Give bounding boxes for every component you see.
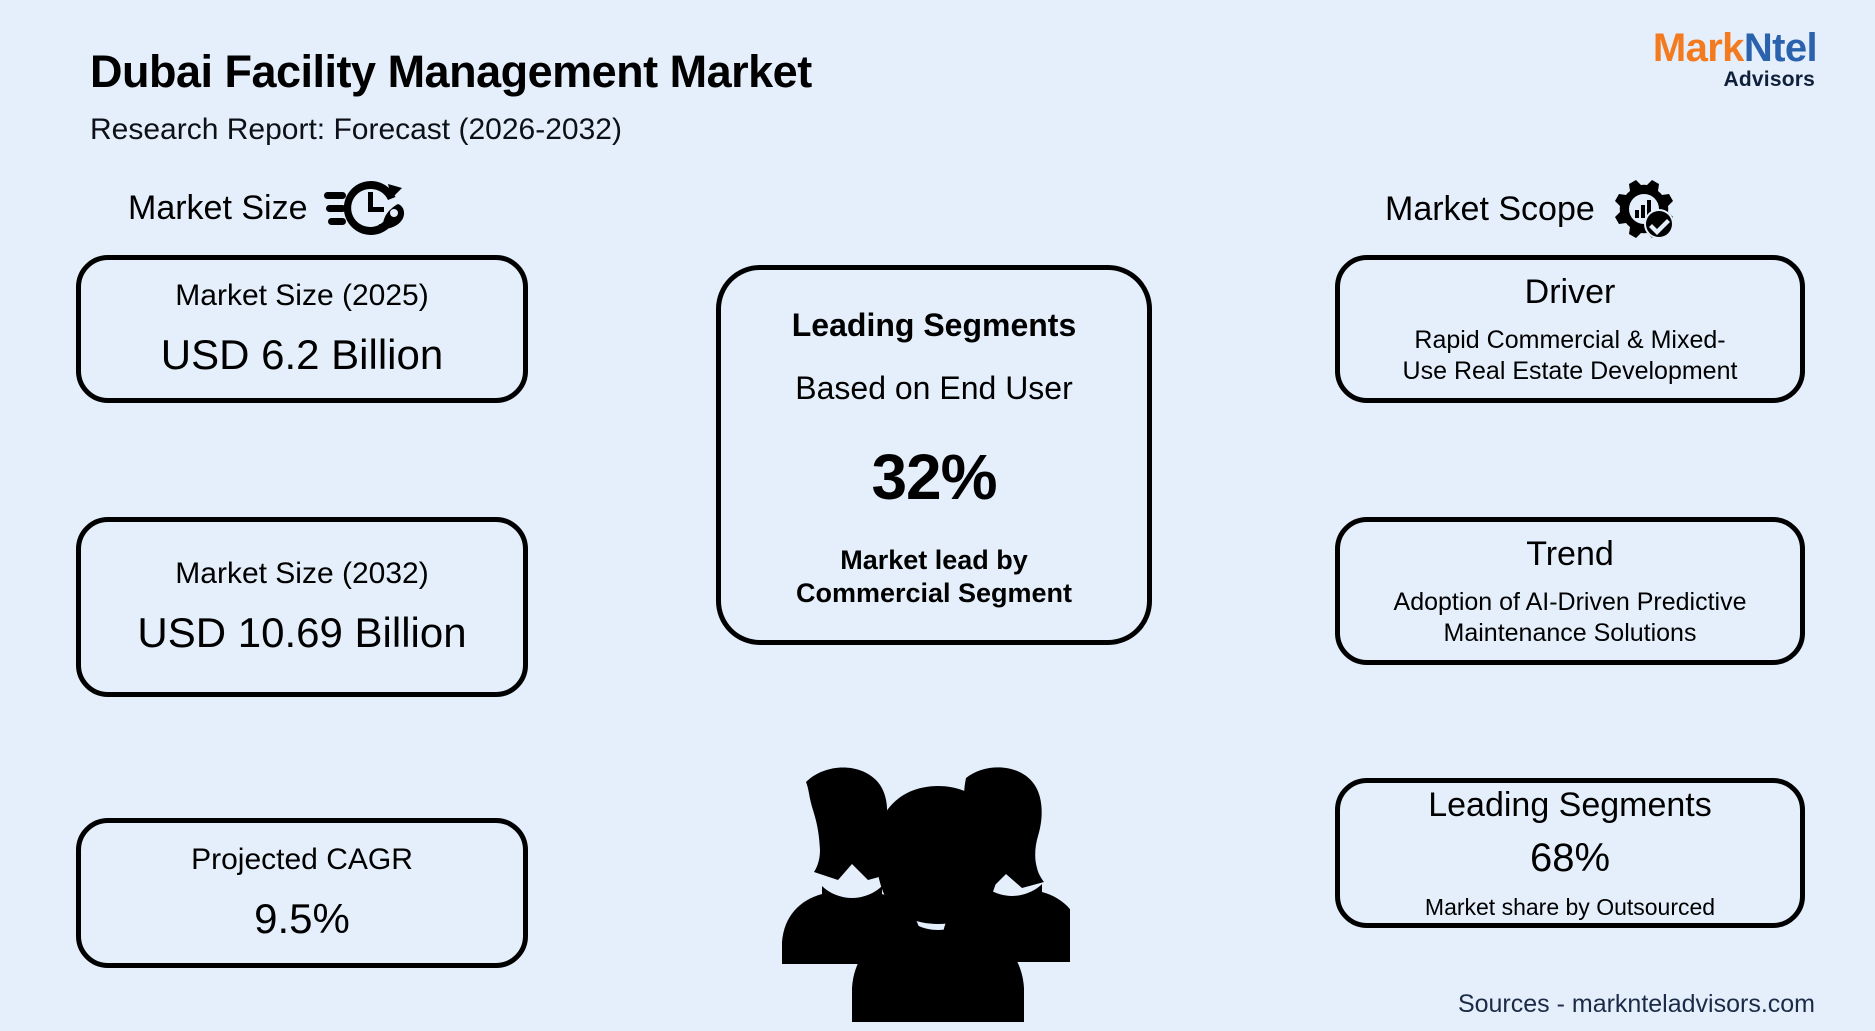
card-value: USD 6.2 Billion <box>160 330 444 378</box>
card-note-line1: Market lead by <box>840 545 1028 576</box>
market-scope-heading: Market Scope <box>1385 178 1675 240</box>
card-title: Trend <box>1526 534 1614 573</box>
card-leading-segments-outsourced: Leading Segments 68% Market share by Out… <box>1335 778 1805 928</box>
card-title: Driver <box>1524 272 1616 311</box>
card-label: Projected CAGR <box>191 843 413 877</box>
market-size-heading: Market Size <box>128 178 406 238</box>
three-people-group-icon <box>770 760 1082 1025</box>
card-leading-segments-end-user: Leading Segments Based on End User 32% M… <box>716 265 1152 645</box>
card-trend: Trend Adoption of AI-Driven Predictive M… <box>1335 517 1805 665</box>
card-value: 9.5% <box>254 894 350 942</box>
market-scope-heading-label: Market Scope <box>1385 189 1595 228</box>
card-body-line2: Use Real Estate Development <box>1402 356 1738 385</box>
card-body-line2: Maintenance Solutions <box>1443 618 1697 647</box>
card-label: Market Size (2025) <box>175 279 429 313</box>
card-heading: Leading Segments <box>791 307 1077 343</box>
logo-word-ntel: Ntel <box>1743 26 1818 70</box>
card-driver: Driver Rapid Commercial & Mixed- Use Rea… <box>1335 255 1805 403</box>
card-label: Market Size (2032) <box>175 557 429 591</box>
card-percentage: 68% <box>1529 836 1611 881</box>
market-size-heading-label: Market Size <box>128 188 308 227</box>
brand-logo: MarkNtel Advisors <box>1652 26 1818 91</box>
page-title: Dubai Facility Management Market <box>90 46 812 97</box>
card-percentage: 32% <box>871 441 997 514</box>
gear-bar-chart-check-icon <box>1611 178 1675 240</box>
card-subheading: Based on End User <box>795 370 1073 407</box>
card-market-size-2025: Market Size (2025) USD 6.2 Billion <box>76 255 528 403</box>
card-market-size-2032: Market Size (2032) USD 10.69 Billion <box>76 517 528 697</box>
sources-note: Sources - marknteladvisors.com <box>1457 990 1815 1018</box>
clock-rocket-icon <box>323 178 406 238</box>
logo-word-mark: Mark <box>1652 26 1745 70</box>
card-note-line2: Commercial Segment <box>795 578 1073 609</box>
card-title: Leading Segments <box>1428 785 1712 824</box>
card-body-line1: Rapid Commercial & Mixed- <box>1414 326 1726 355</box>
page-subtitle: Research Report: Forecast (2026-2032) <box>90 113 622 146</box>
card-caption: Market share by Outsourced <box>1424 894 1716 921</box>
card-projected-cagr: Projected CAGR 9.5% <box>76 818 528 968</box>
logo-tagline: Advisors <box>1723 68 1815 91</box>
card-body-line1: Adoption of AI-Driven Predictive <box>1393 588 1747 617</box>
card-value: USD 10.69 Billion <box>137 608 467 656</box>
logo-wordmark: MarkNtel <box>1652 26 1818 70</box>
